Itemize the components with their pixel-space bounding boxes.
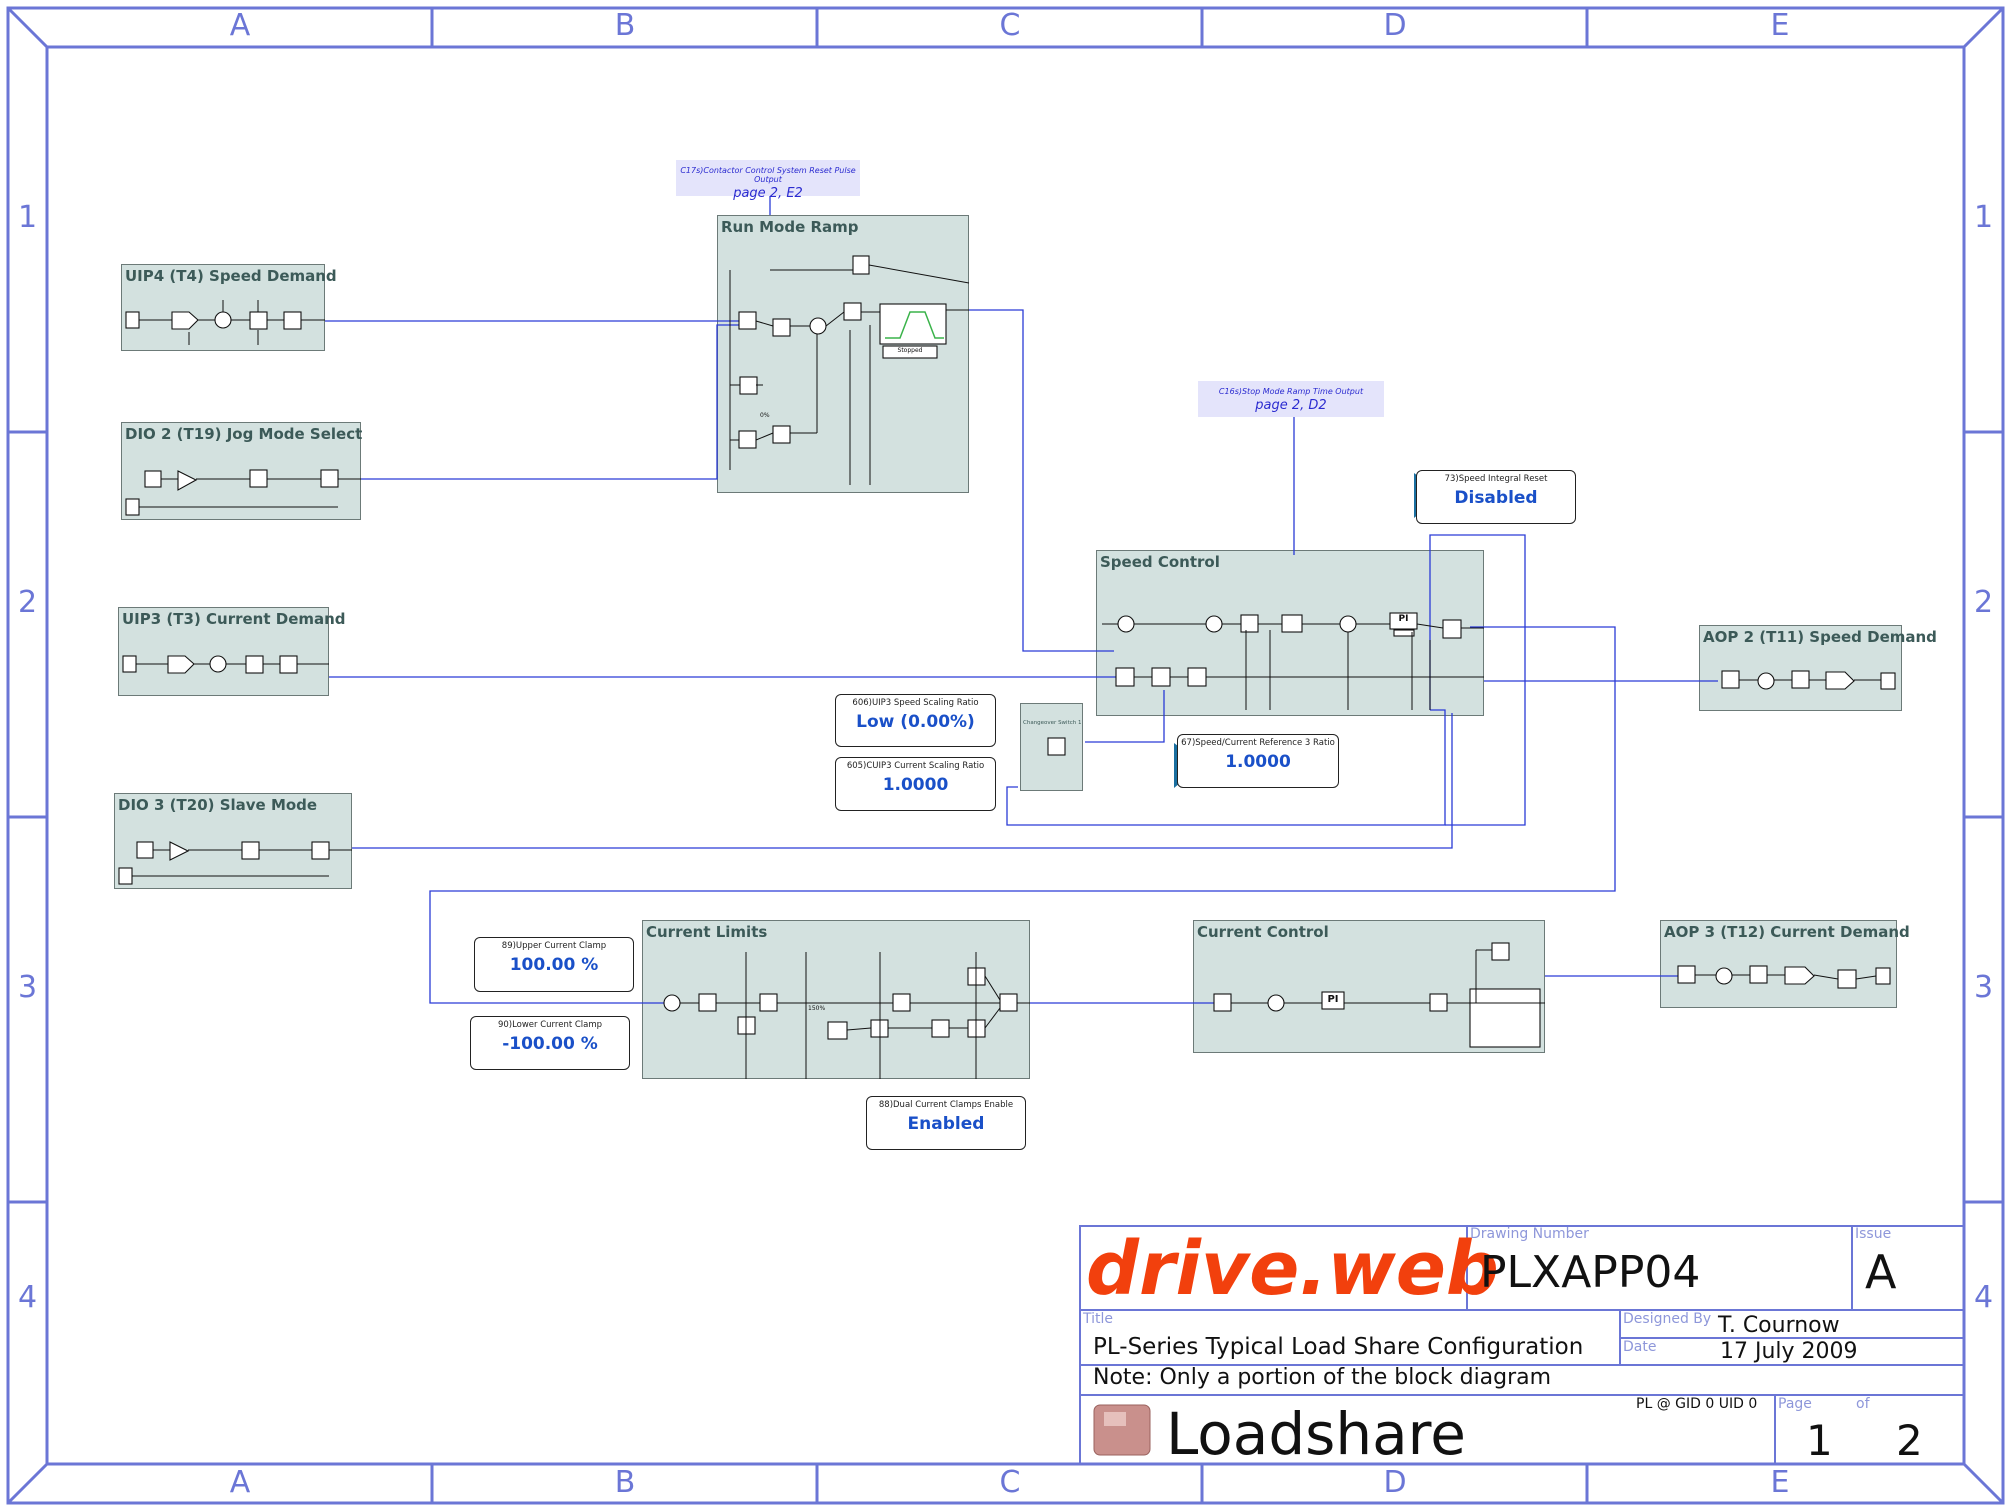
param-value: 1.0000 bbox=[882, 775, 949, 795]
row-label-left-4: 4 bbox=[17, 1280, 38, 1315]
column-label-top-b: B bbox=[614, 8, 636, 43]
param-label: 606)UIP3 Speed Scaling Ratio bbox=[852, 698, 979, 708]
param-value: Low (0.00%) bbox=[856, 712, 975, 732]
ref-signal: C16s)Stop Mode Ramp Time Output bbox=[1218, 387, 1364, 396]
ref-stop-mode-ramp-time[interactable]: C16s)Stop Mode Ramp Time Output page 2, … bbox=[1198, 381, 1384, 417]
row-label-left-1: 1 bbox=[17, 200, 38, 235]
issue-value: A bbox=[1865, 1245, 1897, 1299]
column-label-bottom-a: A bbox=[229, 1465, 251, 1500]
row-label-right-3: 3 bbox=[1973, 970, 1994, 1005]
param-label: 88)Dual Current Clamps Enable bbox=[878, 1100, 1014, 1110]
column-label-bottom-b: B bbox=[614, 1465, 636, 1500]
row-label-left-2: 2 bbox=[17, 585, 38, 620]
column-label-top-d: D bbox=[1383, 8, 1407, 43]
block-title: AOP 2 (T11) Speed Demand bbox=[1703, 628, 1937, 646]
date-caption: Date bbox=[1623, 1339, 1657, 1355]
block-title: Run Mode Ramp bbox=[721, 218, 859, 236]
of-caption: of bbox=[1856, 1396, 1870, 1412]
param-lower-current-clamp[interactable]: 90)Lower Current Clamp -100.00 % bbox=[470, 1016, 630, 1070]
drivewweb-logo: drive.web bbox=[1086, 1226, 1499, 1312]
current-pi-label: PI bbox=[1327, 994, 1339, 1005]
drawing-note: Note: Only a portion of the block diagra… bbox=[1093, 1365, 1552, 1390]
row-label-right-4: 4 bbox=[1973, 1280, 1994, 1315]
title-caption: Title bbox=[1083, 1311, 1114, 1327]
designed-by-value: T. Cournow bbox=[1718, 1313, 1840, 1338]
param-label: 89)Upper Current Clamp bbox=[501, 941, 607, 951]
changeover-title: Changeover Switch 1 bbox=[1023, 720, 1082, 726]
column-label-top-c: C bbox=[999, 8, 1021, 43]
block-speed-control[interactable]: Speed Control bbox=[1096, 550, 1484, 716]
param-uip3-speed-scaling[interactable]: 606)UIP3 Speed Scaling Ratio Low (0.00%) bbox=[835, 694, 996, 747]
param-dual-current-clamps[interactable]: 88)Dual Current Clamps Enable Enabled bbox=[866, 1096, 1026, 1150]
block-aop2-speed-demand[interactable]: AOP 2 (T11) Speed Demand bbox=[1699, 625, 1937, 711]
block-title: UIP4 (T4) Speed Demand bbox=[125, 267, 337, 285]
param-value: Disabled bbox=[1454, 488, 1538, 508]
column-label-bottom-d: D bbox=[1383, 1465, 1407, 1500]
param-upper-current-clamp[interactable]: 89)Upper Current Clamp 100.00 % bbox=[474, 937, 634, 992]
ramp-curve-icon bbox=[885, 311, 944, 339]
issue-caption: Issue bbox=[1855, 1226, 1892, 1242]
row-label-left-3: 3 bbox=[17, 970, 38, 1005]
block-title: Speed Control bbox=[1100, 553, 1220, 571]
param-value: 1.0000 bbox=[1225, 752, 1291, 772]
ref-page: page 2, D2 bbox=[1255, 398, 1327, 413]
ramp-percent-label: 0% bbox=[760, 412, 770, 419]
block-title: UIP3 (T3) Current Demand bbox=[122, 610, 346, 628]
block-title: Current Limits bbox=[646, 923, 768, 941]
block-title: DIO 3 (T20) Slave Mode bbox=[118, 796, 318, 814]
page-count: 2 bbox=[1896, 1416, 1923, 1465]
column-label-bottom-c: C bbox=[999, 1465, 1021, 1500]
column-label-bottom-e: E bbox=[1770, 1465, 1790, 1500]
ref-signal: C17s)Contactor Control System Reset Puls… bbox=[680, 166, 856, 184]
block-title: DIO 2 (T19) Jog Mode Select bbox=[125, 425, 363, 443]
block-uip3-current-demand[interactable]: UIP3 (T3) Current Demand bbox=[118, 607, 346, 696]
param-label: 73)Speed Integral Reset bbox=[1444, 474, 1548, 484]
block-aop3-current-demand[interactable]: AOP 3 (T12) Current Demand bbox=[1660, 920, 1910, 1008]
drive-device-icon bbox=[1093, 1404, 1151, 1456]
drawing-name: Loadshare bbox=[1166, 1400, 1466, 1468]
current-limits-percent-label: 150% bbox=[808, 1005, 826, 1012]
drawing-number-caption: Drawing Number bbox=[1470, 1226, 1589, 1242]
row-label-right-1: 1 bbox=[1973, 200, 1994, 235]
page-number: 1 bbox=[1806, 1416, 1833, 1465]
column-label-top-e: E bbox=[1770, 8, 1790, 43]
param-speed-current-ref3-ratio[interactable]: 67)Speed/Current Reference 3 Ratio 1.000… bbox=[1177, 734, 1339, 788]
param-label: 605)CUIP3 Current Scaling Ratio bbox=[846, 761, 985, 771]
param-label: 90)Lower Current Clamp bbox=[497, 1020, 603, 1030]
drawing-number: PLXAPP04 bbox=[1480, 1247, 1701, 1298]
date-value: 17 July 2009 bbox=[1720, 1339, 1858, 1364]
block-title: AOP 3 (T12) Current Demand bbox=[1664, 923, 1910, 941]
designed-by-caption: Designed By bbox=[1623, 1311, 1712, 1327]
param-value: -100.00 % bbox=[502, 1034, 598, 1054]
ref-contactor-reset[interactable]: C17s)Contactor Control System Reset Puls… bbox=[676, 160, 860, 201]
ramp-state-label: Stopped bbox=[897, 347, 923, 354]
param-label: 67)Speed/Current Reference 3 Ratio bbox=[1181, 738, 1335, 748]
ref-page: page 2, E2 bbox=[733, 186, 803, 201]
param-cuip3-current-scaling[interactable]: 605)CUIP3 Current Scaling Ratio 1.0000 bbox=[835, 757, 996, 811]
block-title: Current Control bbox=[1197, 923, 1329, 941]
row-label-right-2: 2 bbox=[1973, 585, 1994, 620]
param-speed-integral-reset[interactable]: 73)Speed Integral Reset Disabled bbox=[1416, 470, 1576, 524]
page-caption: Page bbox=[1778, 1396, 1812, 1412]
column-label-top-a: A bbox=[229, 8, 251, 43]
block-dio3-slave-mode[interactable]: DIO 3 (T20) Slave Mode bbox=[114, 793, 352, 889]
param-value: 100.00 % bbox=[509, 955, 599, 975]
drawing-title: PL-Series Typical Load Share Configurati… bbox=[1093, 1334, 1584, 1360]
param-value: Enabled bbox=[907, 1114, 985, 1134]
device-id: PL @ GID 0 UID 0 bbox=[1636, 1396, 1758, 1412]
speed-pi-label: PI bbox=[1398, 614, 1409, 624]
